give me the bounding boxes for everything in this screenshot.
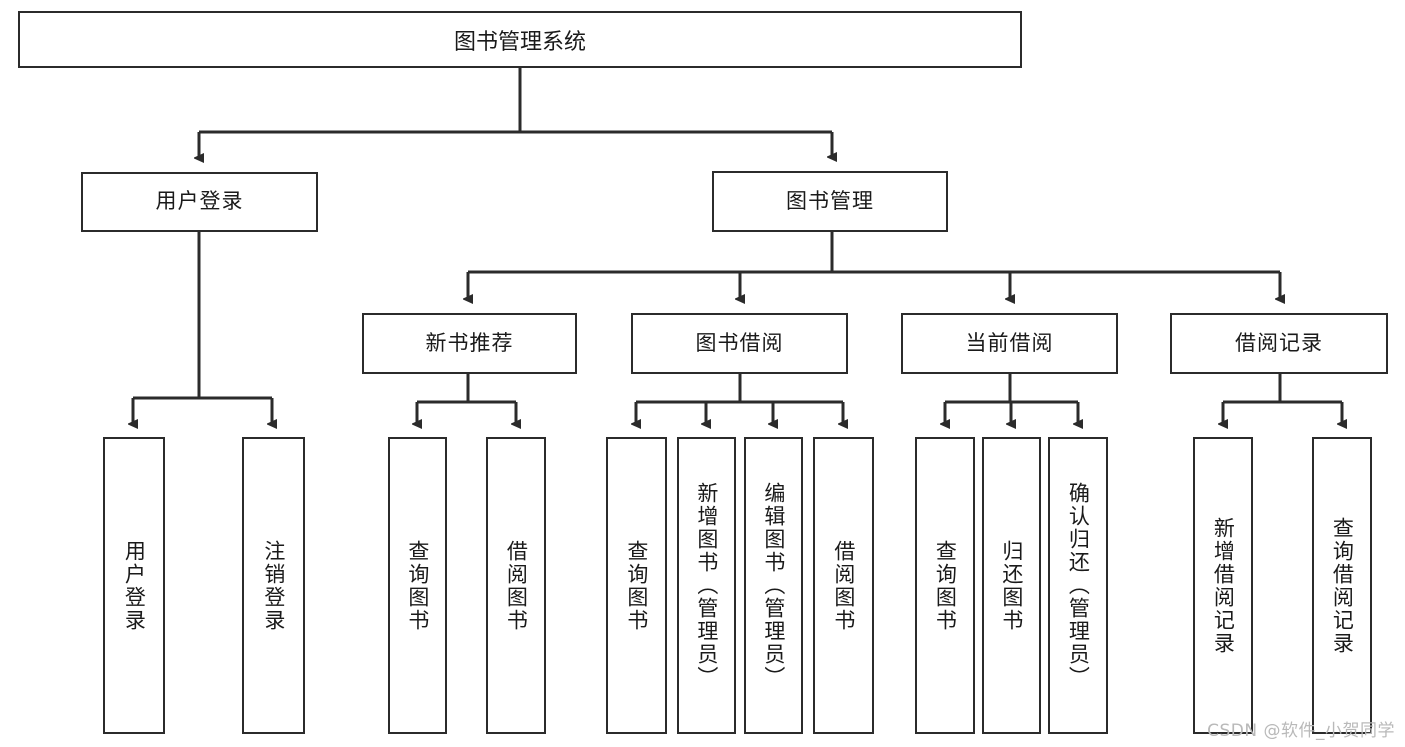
node-current-borrow[interactable]: 当前借阅 (901, 313, 1118, 374)
leaf-logout[interactable]: 注销登录 (242, 437, 305, 734)
leaf-query-books-current-label: 查询图书 (933, 539, 958, 632)
leaf-logout-label: 注销登录 (261, 539, 286, 632)
leaf-add-book-admin[interactable]: 新增图书（管理员） (677, 437, 736, 734)
node-borrow-records[interactable]: 借阅记录 (1170, 313, 1388, 374)
leaf-query-books-borrow[interactable]: 查询图书 (606, 437, 667, 734)
node-new-book-recommend-label: 新书推荐 (425, 330, 514, 355)
node-book-borrow[interactable]: 图书借阅 (631, 313, 848, 374)
leaf-add-borrow-record[interactable]: 新增借阅记录 (1193, 437, 1253, 734)
leaf-add-book-admin-label: 新增图书（管理员） (694, 482, 719, 689)
leaf-confirm-return-admin-label: 确认归还（管理员） (1066, 482, 1091, 689)
leaf-query-books-current[interactable]: 查询图书 (915, 437, 975, 734)
node-book-management[interactable]: 图书管理 (712, 171, 948, 232)
leaf-query-borrow-record[interactable]: 查询借阅记录 (1312, 437, 1372, 734)
node-root-book-management-system[interactable]: 图书管理系统 (18, 11, 1022, 68)
node-root-label: 图书管理系统 (453, 29, 586, 55)
node-current-borrow-label: 当前借阅 (965, 330, 1054, 355)
leaf-query-books-recommend-label: 查询图书 (405, 539, 430, 632)
node-borrow-records-label: 借阅记录 (1235, 330, 1323, 355)
watermark-text: CSDN @软件_小贺同学 (1207, 721, 1395, 741)
node-new-book-recommend[interactable]: 新书推荐 (362, 313, 577, 374)
leaf-return-books[interactable]: 归还图书 (982, 437, 1041, 734)
leaf-edit-book-admin[interactable]: 编辑图书（管理员） (744, 437, 803, 734)
leaf-user-login-label: 用户登录 (122, 539, 147, 632)
leaf-query-books-borrow-label: 查询图书 (624, 539, 649, 632)
leaf-edit-book-admin-label: 编辑图书（管理员） (761, 482, 786, 689)
leaf-add-borrow-record-label: 新增借阅记录 (1211, 516, 1236, 655)
leaf-return-books-label: 归还图书 (999, 539, 1024, 632)
leaf-user-login[interactable]: 用户登录 (103, 437, 165, 734)
node-book-management-label: 图书管理 (786, 188, 874, 213)
leaf-confirm-return-admin[interactable]: 确认归还（管理员） (1048, 437, 1108, 734)
node-user-login[interactable]: 用户登录 (81, 172, 318, 232)
leaf-borrow-books-borrow-label: 借阅图书 (831, 539, 856, 632)
leaf-borrow-books-recommend-label: 借阅图书 (504, 539, 529, 632)
leaf-query-borrow-record-label: 查询借阅记录 (1330, 516, 1355, 655)
node-book-borrow-label: 图书借阅 (695, 330, 784, 355)
leaf-borrow-books-recommend[interactable]: 借阅图书 (486, 437, 546, 734)
node-user-login-label: 用户登录 (155, 189, 244, 214)
leaf-borrow-books-borrow[interactable]: 借阅图书 (813, 437, 874, 734)
leaf-query-books-recommend[interactable]: 查询图书 (388, 437, 447, 734)
